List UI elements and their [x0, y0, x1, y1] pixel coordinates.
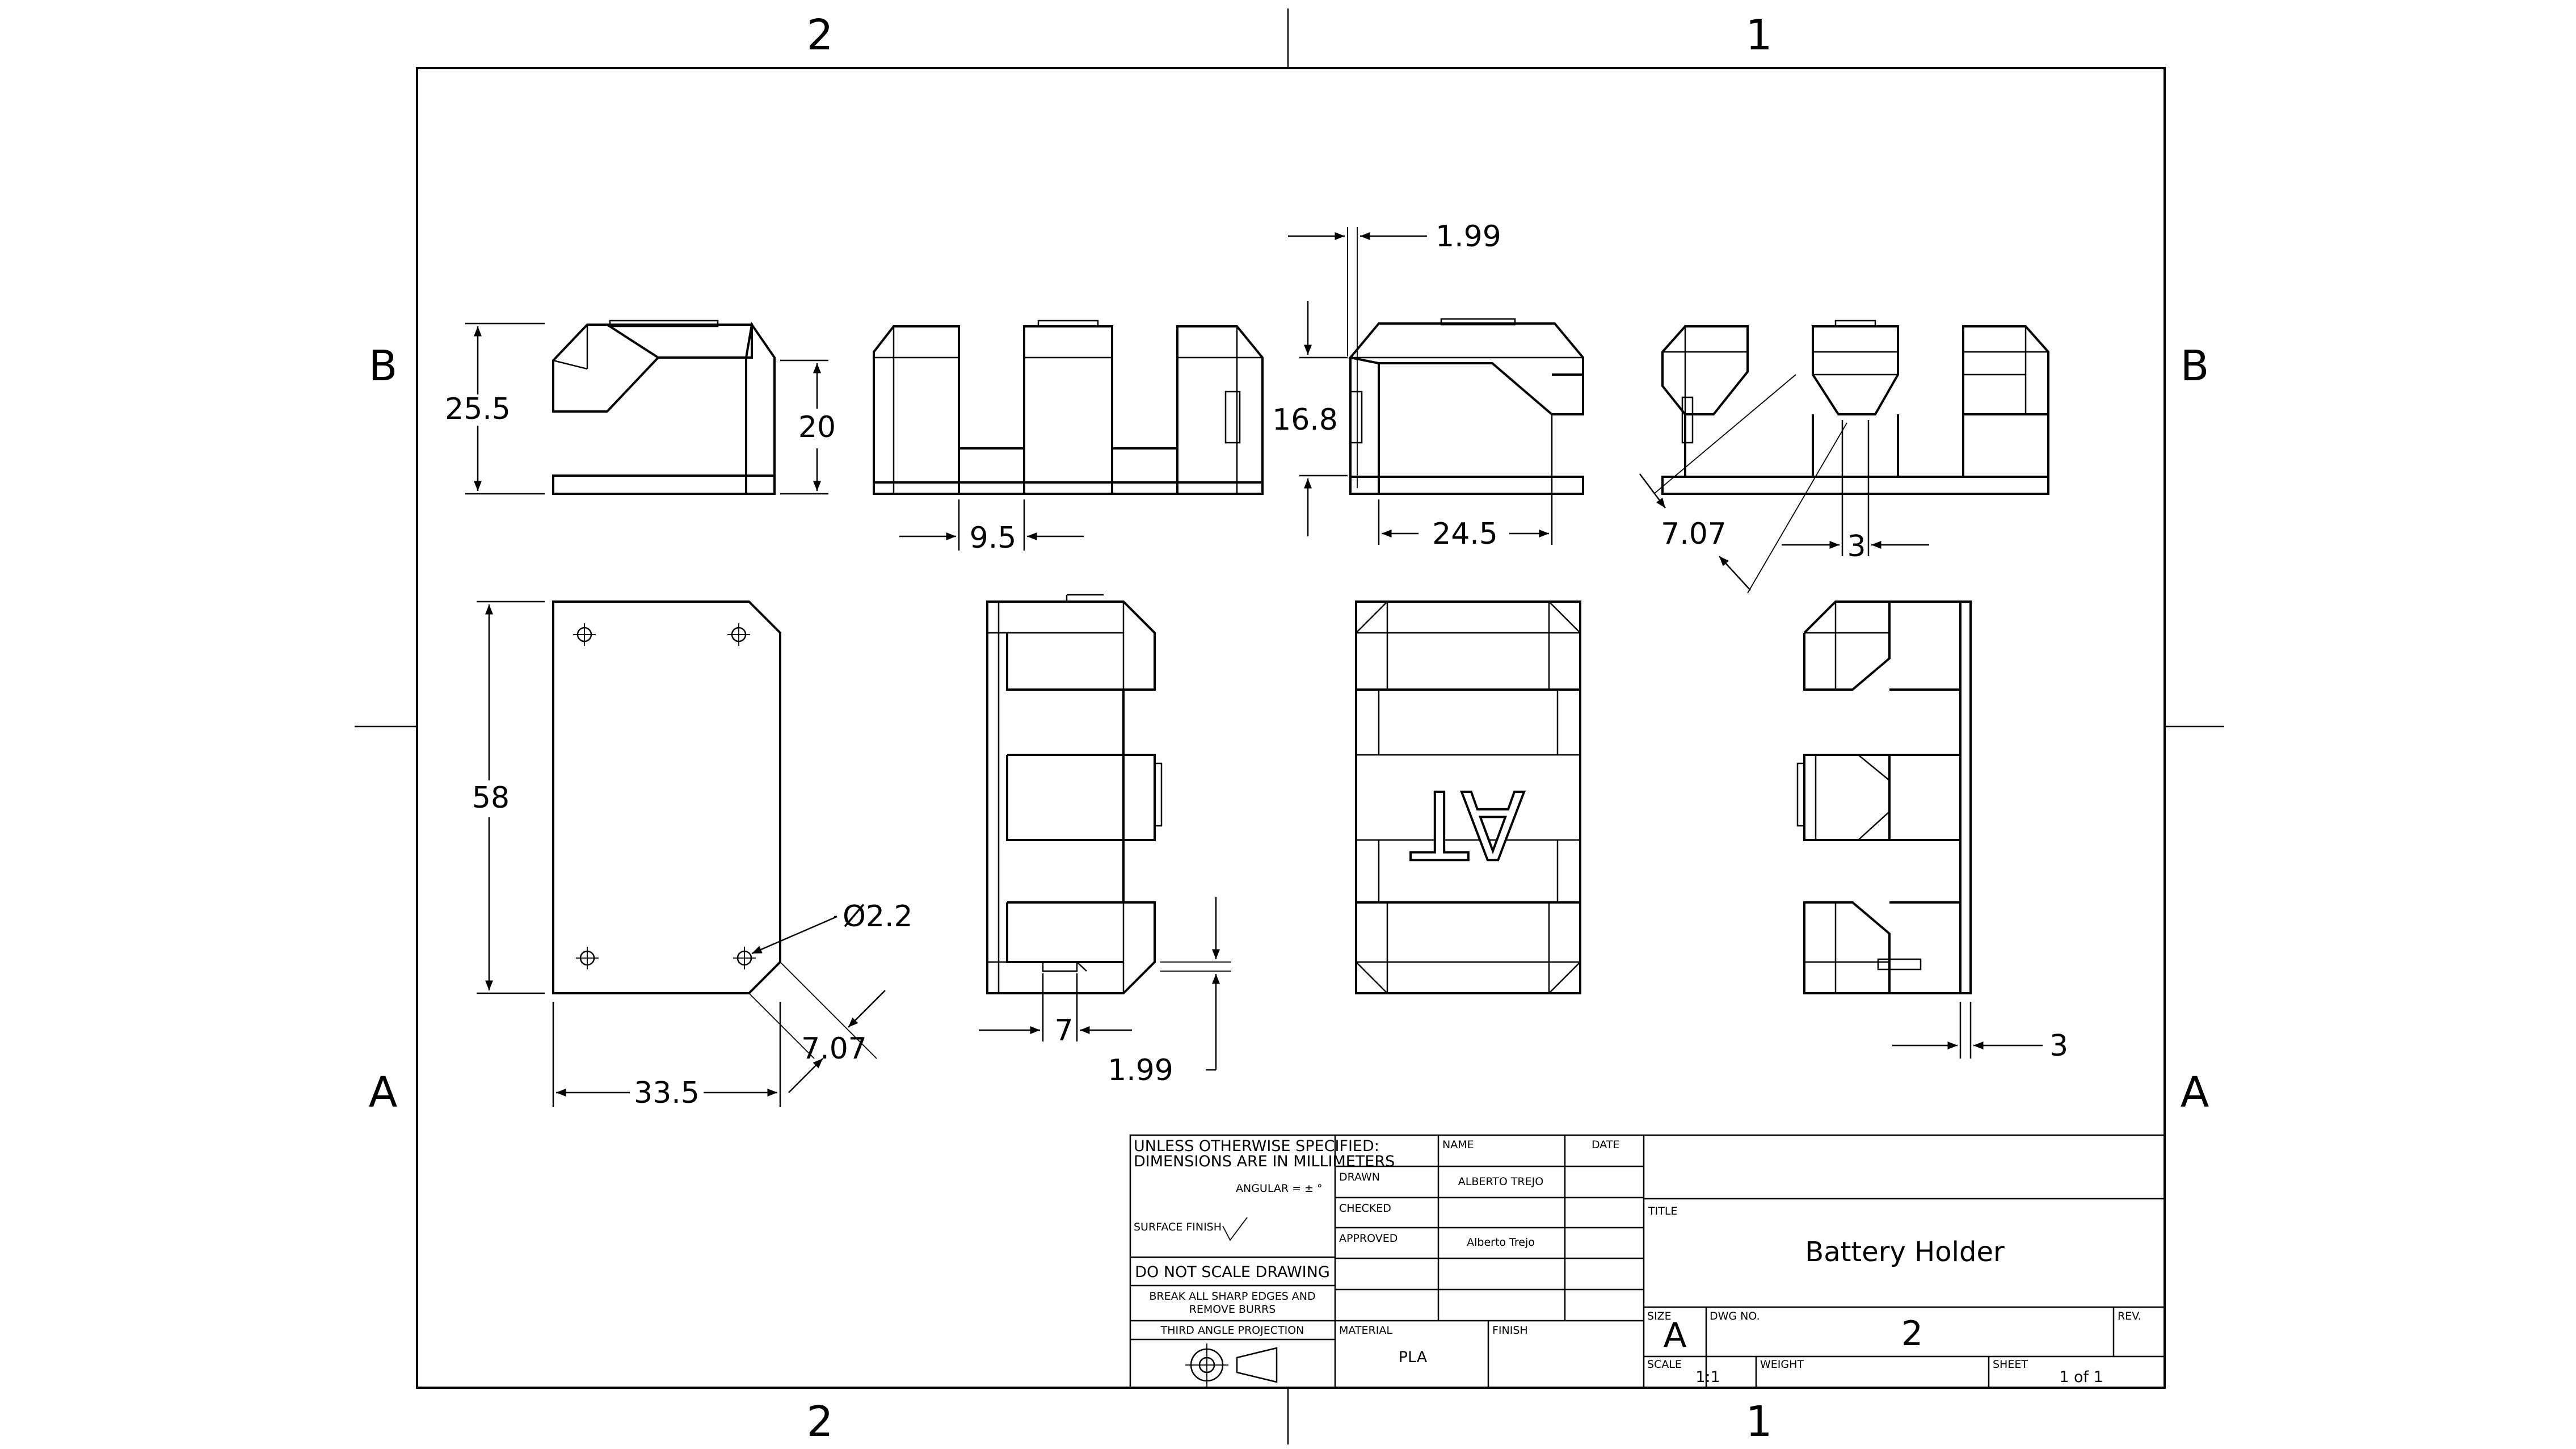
- zone-col-1-top: 1: [1745, 11, 1772, 60]
- title-block: UNLESS OTHERWISE SPECIFIED: DIMENSIONS A…: [1129, 1134, 2166, 1389]
- dim-plate-width: 33.5: [552, 1002, 781, 1110]
- dim-25-5: 25.5: [445, 392, 511, 426]
- dim-side-height: 16.8: [1272, 301, 1348, 536]
- dim-back-thickness: 3: [1892, 1002, 2068, 1063]
- dim-slot-gap: 3: [1782, 420, 1929, 564]
- tb-drawn-label: DRAWN: [1339, 1171, 1380, 1183]
- dim-33-5: 33.5: [634, 1076, 700, 1110]
- tb-dwg-label: DWG NO.: [1710, 1310, 1760, 1322]
- view-bottom: AT: [1355, 600, 1581, 994]
- dim-7-07-right: 7.07: [1661, 517, 1727, 551]
- dim-24-5: 24.5: [1432, 517, 1498, 551]
- tb-title-label: TITLE: [1648, 1205, 1677, 1217]
- dim-chamfer-plate: 7.07: [748, 961, 886, 1093]
- tb-size-label: SIZE: [1647, 1310, 1672, 1322]
- zone-col-2-top: 2: [806, 11, 833, 60]
- tb-projection: THIRD ANGLE PROJECTION: [1160, 1324, 1304, 1337]
- dim-front-height: 25.5: [445, 322, 545, 495]
- tb-drawn-name: ALBERTO TREJO: [1458, 1175, 1543, 1188]
- view-side-profile: [552, 320, 776, 495]
- tb-sheet-label: SHEET: [1993, 1358, 2028, 1371]
- dim-20: 20: [798, 410, 836, 444]
- tb-approved-label: APPROVED: [1339, 1232, 1398, 1245]
- zone-row-b-right: B: [2181, 342, 2209, 390]
- tb-scale-value: 1:1: [1695, 1368, 1720, 1386]
- zone-col-1-bottom: 1: [1745, 1397, 1772, 1446]
- tb-surface-finish: SURFACE FINISH: [1134, 1221, 1222, 1233]
- tb-approved-name: Alberto Trejo: [1467, 1236, 1535, 1249]
- tb-finish-label: FINISH: [1492, 1324, 1528, 1337]
- dim-7-07-plate: 7.07: [801, 1032, 867, 1066]
- dim-slot-width: 9.5: [899, 499, 1084, 555]
- tb-checked-label: CHECKED: [1339, 1202, 1391, 1215]
- zone-row-b-left: B: [369, 342, 398, 390]
- tb-date-header: DATE: [1592, 1139, 1619, 1151]
- tb-rev-label: REV.: [2118, 1310, 2141, 1322]
- tb-angular: ANGULAR = ± °: [1236, 1182, 1323, 1195]
- tb-unless-1: UNLESS OTHERWISE SPECIFIED:: [1134, 1137, 1379, 1155]
- mount-hole: [573, 623, 596, 646]
- view-side-right: [1348, 318, 1584, 495]
- mount-hole: [727, 623, 750, 646]
- dim-tab-width: 7: [979, 973, 1132, 1048]
- tb-sheet-value: 1 of 1: [2059, 1368, 2103, 1386]
- dim-plate-length: 58: [472, 600, 545, 994]
- tb-break-edges-1: BREAK ALL SHARP EDGES AND: [1149, 1290, 1315, 1303]
- tb-material-label: MATERIAL: [1339, 1324, 1392, 1337]
- tb-title-value: Battery Holder: [1805, 1236, 2005, 1268]
- dim-inner-height: 20: [780, 359, 836, 495]
- dim-3-back: 3: [2049, 1029, 2068, 1063]
- dim-chamfer-right: 7.07: [1639, 374, 1847, 594]
- tb-material-value: PLA: [1399, 1349, 1428, 1366]
- view-end: [1661, 320, 2049, 495]
- dim-16-8: 16.8: [1272, 403, 1338, 437]
- tb-unless-2: DIMENSIONS ARE IN MILLIMETERS: [1134, 1153, 1395, 1170]
- dim-3-gap: 3: [1847, 530, 1866, 564]
- dim-hole-diameter: Ø2.2: [751, 900, 913, 955]
- dim-1-99-tab: 1.99: [1108, 1053, 1173, 1087]
- dim-hole-dia: Ø2.2: [843, 900, 913, 934]
- tb-do-not-scale: DO NOT SCALE DRAWING: [1135, 1263, 1330, 1281]
- tb-break-edges-2: REMOVE BURRS: [1189, 1303, 1276, 1316]
- zone-row-a-right: A: [2181, 1068, 2209, 1117]
- mount-hole: [733, 947, 756, 969]
- view-top: [986, 594, 1163, 994]
- tb-name-header: NAME: [1442, 1139, 1474, 1151]
- dim-inner-width: 24.5: [1378, 414, 1553, 551]
- view-end-back: [1796, 600, 1972, 994]
- drawing-frame: [355, 9, 2224, 1444]
- tb-scale-label: SCALE: [1647, 1358, 1682, 1371]
- projection-symbol: [1185, 1343, 1278, 1387]
- engraving-text: AT: [1410, 770, 1525, 879]
- view-front: [873, 320, 1264, 495]
- tb-dwg-value: 2: [1901, 1314, 1923, 1354]
- mount-hole: [576, 947, 599, 969]
- dim-9-5: 9.5: [970, 521, 1017, 555]
- zone-row-a-left: A: [369, 1068, 398, 1117]
- view-plate: [552, 600, 781, 994]
- dim-top-wall: 1.99: [1288, 220, 1501, 488]
- dim-1-99-top: 1.99: [1436, 220, 1501, 254]
- dim-7: 7: [1054, 1014, 1073, 1048]
- zone-col-2-bottom: 2: [806, 1397, 833, 1446]
- tb-weight-label: WEIGHT: [1760, 1358, 1804, 1371]
- zone-labels: 2 1 2 1 B B A A: [369, 11, 2209, 1446]
- dim-tab-thickness: 1.99: [1108, 897, 1231, 1087]
- tb-size-value: A: [1663, 1316, 1686, 1355]
- surface-finish-symbol: [1222, 1217, 1248, 1241]
- dim-58: 58: [472, 781, 510, 815]
